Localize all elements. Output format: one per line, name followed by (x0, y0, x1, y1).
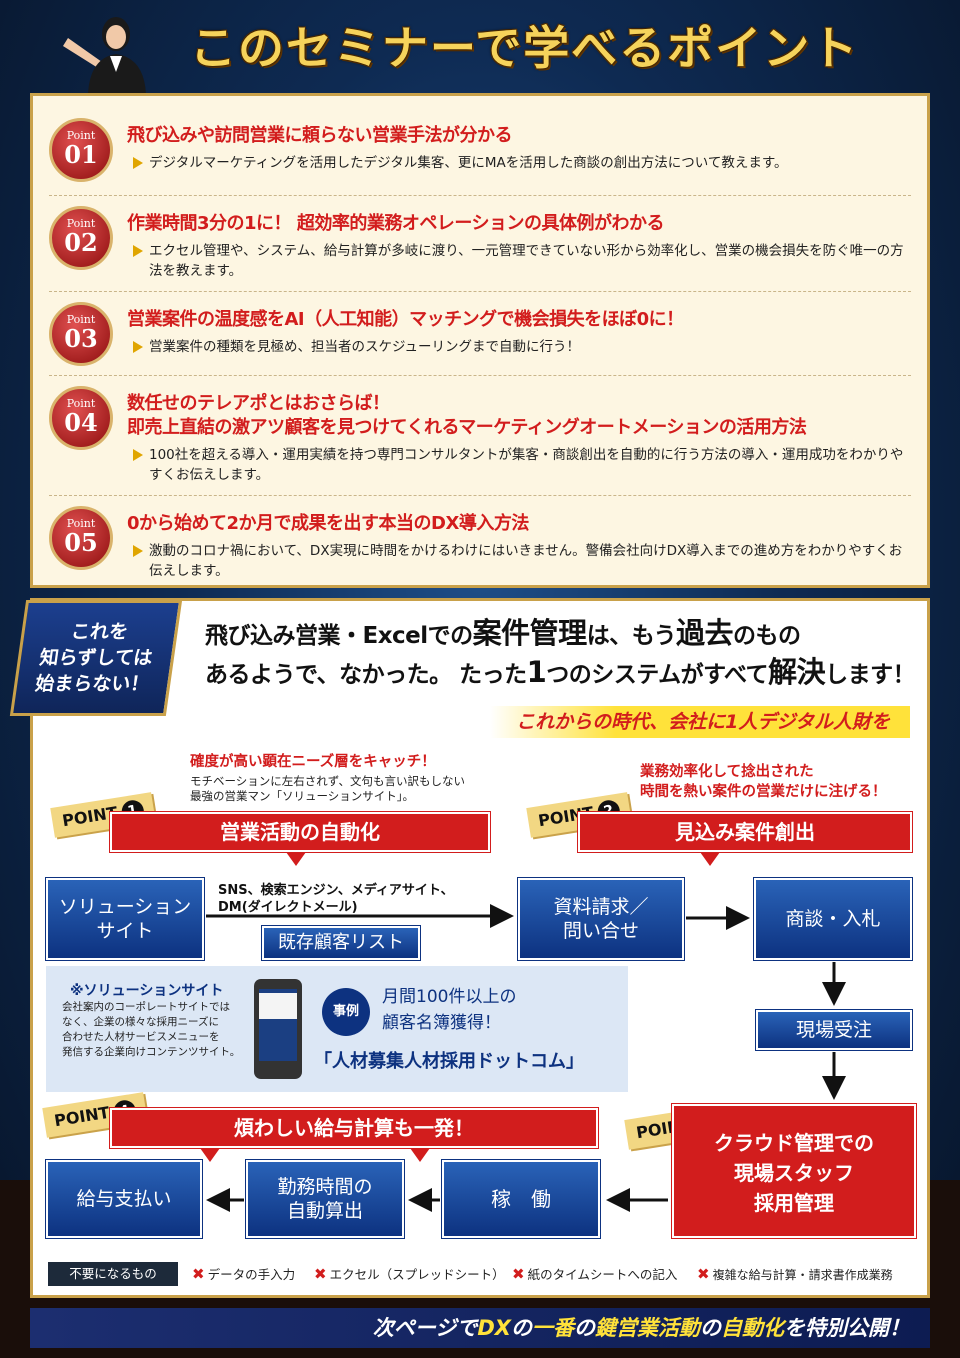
point-description: 激動のコロナ禍において、DX実現に時間をかけるわけにはいきません。警備会社向けD… (127, 541, 911, 581)
sales-automation-bar: 営業活動の自動化 (110, 812, 490, 852)
cross-icon: ✖ (697, 1265, 710, 1283)
next-page-banner: 次ページでDXの一番の鍵営業活動の自動化を特別公開！ (30, 1308, 930, 1348)
operation-box: 稼 働 (442, 1160, 600, 1238)
point-title: 営業案件の温度感をAI（人工知能）マッチングで機会損失をほぼ0に！ (127, 309, 684, 330)
unneeded-item: ✖複雑な給与計算・請求書作成業務 (697, 1265, 893, 1283)
point-description: デジタルマーケティングを活用したデジタル集客、更にMAを活用した商談の創出方法に… (127, 153, 911, 173)
channels-label: SNS、検索エンジン、メディアサイト、DM(ダイレクトメール) (218, 883, 454, 915)
unneeded-item: ✖エクセル（スプレッドシート） (314, 1265, 505, 1283)
bar-pointer (200, 1148, 220, 1162)
point-description: 100社を超える導入・運用実績を持つ専門コンサルタントが集客・商談創出を自動的に… (127, 445, 911, 485)
point1-caption: 確度が高い顕在ニーズ層をキャッチ！ (190, 754, 436, 770)
point-title: 0から始めて2か月で成果を出す本当のDX導入方法 (127, 513, 529, 534)
digital-talent-banner: これからの時代、会社に1人デジタル人財を (490, 706, 910, 738)
point2-caption-line1: 業務効率化して捻出された (640, 764, 814, 780)
salary-payment-box: 給与支払い (46, 1160, 202, 1238)
cross-icon: ✖ (192, 1265, 205, 1283)
solution-site-box: ソリューションサイト (46, 878, 204, 960)
point-title: 飛び込みや訪問営業に頼らない営業手法が分かる (127, 125, 513, 146)
unneeded-item: ✖データの手入力 (192, 1265, 296, 1283)
bar-pointer (700, 852, 720, 866)
unneeded-item: ✖紙のタイムシートへの記入 (512, 1265, 678, 1283)
inquiry-box: 資料請求／問い合せ (518, 878, 684, 960)
headline: 飛び込み営業・Excelでの案件管理は、もう過去のもの あるようで、なかった。 … (205, 616, 916, 689)
payroll-bar: 煩わしい給与計算も一発！ (110, 1108, 598, 1148)
presenter-illustration (63, 17, 146, 94)
page-title: このセミナーで学べるポイント (190, 21, 860, 75)
case-badge: 事例 (322, 988, 370, 1036)
existing-customer-list-box: 既存顧客リスト (262, 926, 420, 960)
point-title: 作業時間3分の1に！ 超効率的業務オペレーションの具体例がわかる (127, 213, 664, 234)
point1-note-line1: モチベーションに左右されず、文句も言い訳もしない (190, 774, 465, 788)
point-description: エクセル管理や、システム、給与計算が多岐に渡り、一元管理できていない形から効率化… (127, 241, 911, 281)
order-received-box: 現場受注 (756, 1010, 912, 1050)
point2-caption-line2: 時間を熱い案件の営業だけに注げる！ (640, 784, 887, 800)
solution-note-title: ※ソリューションサイト (70, 983, 224, 999)
lead-creation-bar: 見込み案件創出 (578, 812, 912, 852)
cross-icon: ✖ (512, 1265, 525, 1283)
header: このセミナーで学べるポイント (0, 0, 960, 94)
unneeded-label: 不要になるもの (48, 1262, 178, 1286)
solution-note-text: 会社案内のコーポレートサイトではなく、企業の様々な採用ニーズに合わせた人材サービ… (62, 1001, 241, 1058)
case-result: 月間100件以上の顧客名簿獲得！ (382, 987, 517, 1033)
bar-pointer (286, 852, 306, 866)
bar-pointer (410, 1148, 430, 1162)
case-site-name: 「人材募集人材採用ドットコム」 (314, 1051, 584, 1072)
cloud-management-box: クラウド管理での現場スタッフ採用管理 (672, 1104, 916, 1238)
point-title-line2: 即売上直結の激アツ顧客を見つけてくれるマーケティングオートメーションの活用方法 (127, 417, 807, 438)
cross-icon: ✖ (314, 1265, 327, 1283)
point1-note-line2: 最強の営業マン「ソリューションサイト」。 (190, 789, 415, 803)
point-description: 営業案件の種類を見極め、担当者のスケジューリングまで自動に行う！ (127, 337, 911, 357)
work-hours-box: 勤務時間の自動算出 (246, 1160, 404, 1238)
point-title: 数任せのテレアポとはおさらば！ (127, 393, 390, 414)
smartphone-illustration (254, 979, 302, 1079)
negotiation-box: 商談・入札 (754, 878, 912, 960)
